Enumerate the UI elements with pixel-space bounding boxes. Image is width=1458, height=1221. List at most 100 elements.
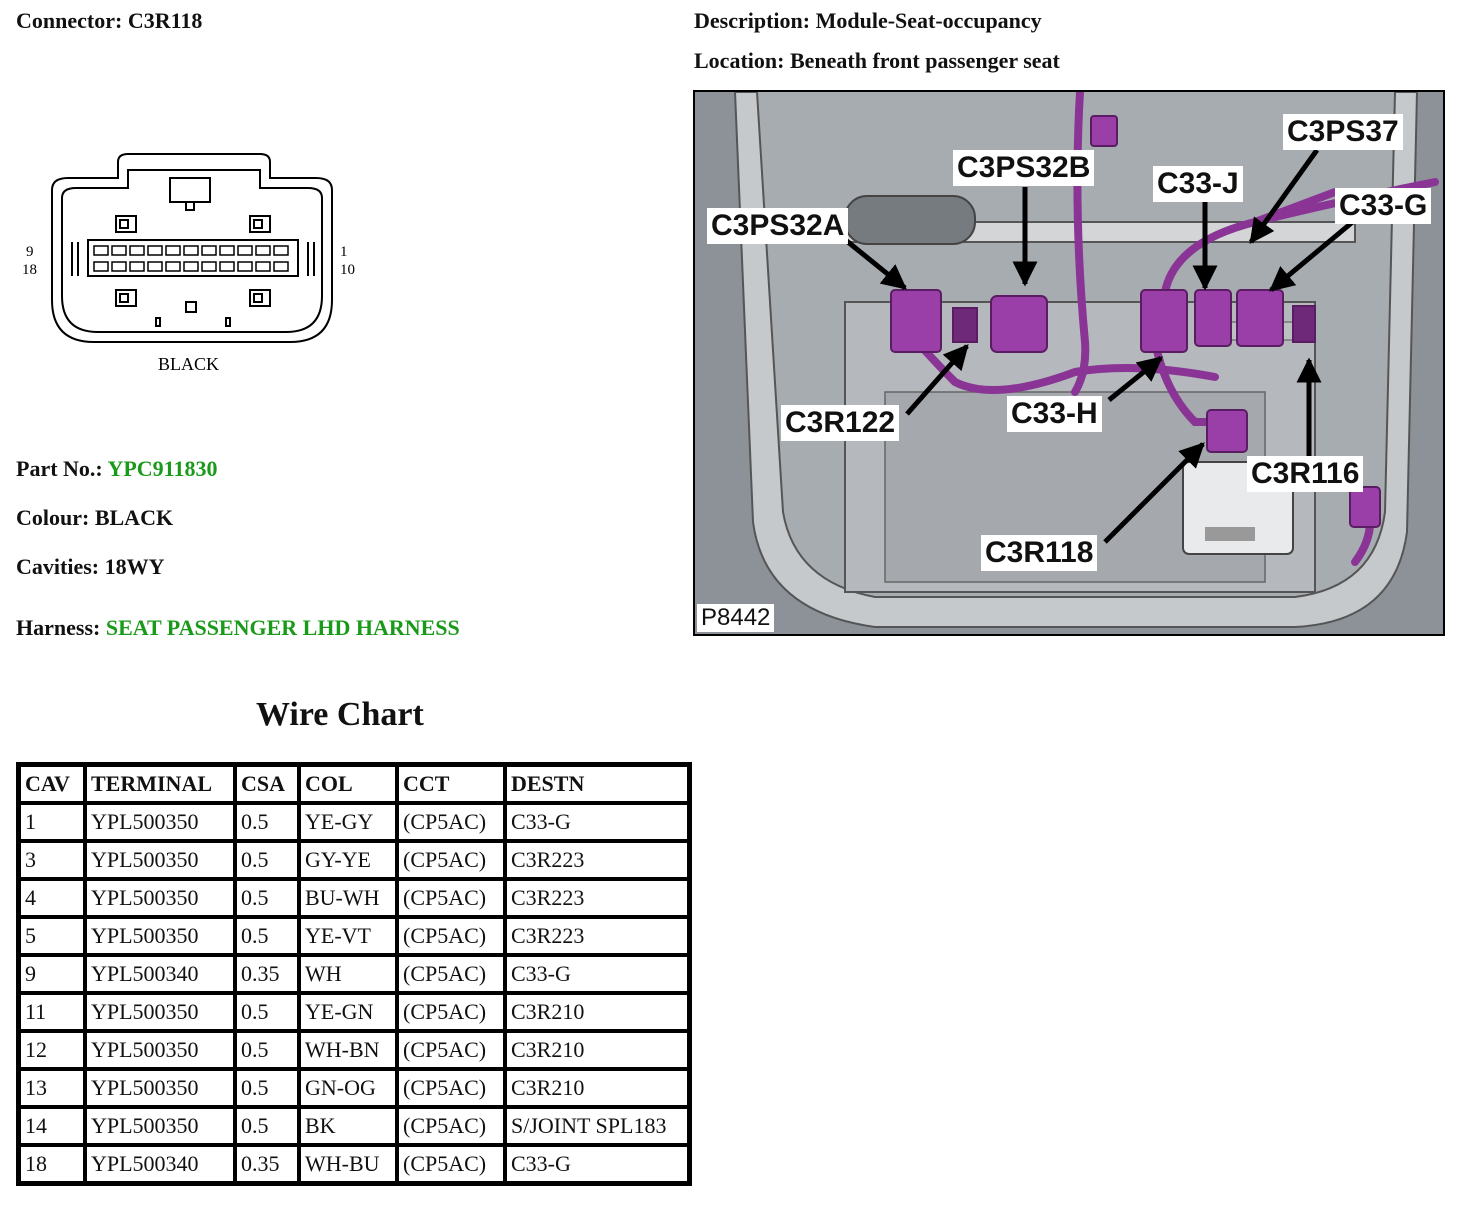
- cell-cav: 4: [19, 879, 85, 917]
- location-value: Beneath front passenger seat: [789, 48, 1060, 73]
- connector-heading: Connector: C3R118: [16, 8, 202, 34]
- cell-terminal: YPL500350: [85, 1107, 235, 1145]
- part-no-label: Part No.:: [16, 456, 103, 481]
- cell-destn: C33-G: [505, 955, 689, 993]
- cell-col: BK: [299, 1107, 397, 1145]
- cell-cav: 9: [19, 955, 85, 993]
- cell-col: YE-VT: [299, 917, 397, 955]
- colour-label: Colour:: [16, 505, 90, 530]
- column-header-cct: CCT: [397, 765, 505, 803]
- cell-col: GN-OG: [299, 1069, 397, 1107]
- cell-csa: 0.5: [235, 1069, 299, 1107]
- table-row: 3 YPL500350 0.5 GY-YE (CP5AC) C3R223: [19, 841, 689, 879]
- cell-col: GY-YE: [299, 841, 397, 879]
- cell-terminal: YPL500350: [85, 803, 235, 841]
- harness-link[interactable]: SEAT PASSENGER LHD HARNESS: [105, 615, 460, 640]
- callout-c3r118: C3R118: [981, 535, 1098, 571]
- cell-csa: 0.35: [235, 1145, 299, 1183]
- cavities-label: Cavities:: [16, 554, 100, 579]
- cell-cav: 18: [19, 1145, 85, 1183]
- table-row: 18 YPL500340 0.35 WH-BU (CP5AC) C33-G: [19, 1145, 689, 1183]
- table-row: 12 YPL500350 0.5 WH-BN (CP5AC) C3R210: [19, 1031, 689, 1069]
- cell-terminal: YPL500350: [85, 879, 235, 917]
- wire-chart-title: Wire Chart: [256, 696, 424, 733]
- column-header-csa: CSA: [235, 765, 299, 803]
- cell-csa: 0.5: [235, 841, 299, 879]
- connector-location-illustration: C3PS32A C3PS32B C33-J C3PS37 C33-G C3R12…: [693, 90, 1445, 636]
- cell-cav: 12: [19, 1031, 85, 1069]
- cell-cct: (CP5AC): [397, 1107, 505, 1145]
- callout-c33-h: C33-H: [1007, 396, 1102, 432]
- callout-c3r116: C3R116: [1247, 456, 1364, 492]
- column-header-destn: DESTN: [505, 765, 689, 803]
- cell-destn: C3R223: [505, 841, 689, 879]
- cell-csa: 0.35: [235, 955, 299, 993]
- connector-face-diagram: 9 18 1 10 BLACK: [22, 153, 355, 374]
- description-value: Module-Seat-occupancy: [815, 8, 1042, 33]
- cell-cav: 11: [19, 993, 85, 1031]
- callout-c3ps32b: C3PS32B: [953, 150, 1095, 186]
- cell-csa: 0.5: [235, 1107, 299, 1145]
- table-row: 5 YPL500350 0.5 YE-VT (CP5AC) C3R223: [19, 917, 689, 955]
- cell-csa: 0.5: [235, 917, 299, 955]
- cell-destn: C33-G: [505, 803, 689, 841]
- cell-cct: (CP5AC): [397, 955, 505, 993]
- cell-cct: (CP5AC): [397, 841, 505, 879]
- cell-cct: (CP5AC): [397, 1031, 505, 1069]
- wire-chart-header-row: CAV TERMINAL CSA COL CCT DESTN: [19, 765, 689, 803]
- table-row: 11 YPL500350 0.5 YE-GN (CP5AC) C3R210: [19, 993, 689, 1031]
- callout-c3ps37: C3PS37: [1283, 114, 1403, 150]
- pin-label-18: 18: [22, 262, 37, 278]
- cell-cct: (CP5AC): [397, 1145, 505, 1183]
- cell-cct: (CP5AC): [397, 803, 505, 841]
- description-line: Description: Module-Seat-occupancy: [694, 8, 1042, 34]
- part-no-link[interactable]: YPC911830: [107, 456, 218, 481]
- cell-csa: 0.5: [235, 879, 299, 917]
- column-header-cav: CAV: [19, 765, 85, 803]
- cell-terminal: YPL500340: [85, 1145, 235, 1183]
- cell-csa: 0.5: [235, 993, 299, 1031]
- colour-line: Colour: BLACK: [16, 505, 173, 531]
- harness-label: Harness:: [16, 615, 101, 640]
- location-line: Location: Beneath front passenger seat: [694, 48, 1060, 74]
- cell-terminal: YPL500350: [85, 841, 235, 879]
- cell-cct: (CP5AC): [397, 993, 505, 1031]
- cell-cct: (CP5AC): [397, 879, 505, 917]
- cell-destn: C3R210: [505, 1031, 689, 1069]
- cell-col: WH-BN: [299, 1031, 397, 1069]
- cell-cav: 13: [19, 1069, 85, 1107]
- cell-destn: C3R210: [505, 1069, 689, 1107]
- cell-cct: (CP5AC): [397, 1069, 505, 1107]
- pin-label-9: 9: [26, 244, 34, 260]
- connector-colour-text: BLACK: [158, 354, 219, 374]
- cell-destn: S/JOINT SPL183: [505, 1107, 689, 1145]
- table-row: 13 YPL500350 0.5 GN-OG (CP5AC) C3R210: [19, 1069, 689, 1107]
- cell-col: BU-WH: [299, 879, 397, 917]
- cell-terminal: YPL500350: [85, 1069, 235, 1107]
- cell-csa: 0.5: [235, 1031, 299, 1069]
- column-header-col: COL: [299, 765, 397, 803]
- cavities-value: 18WY: [104, 554, 165, 579]
- callout-c3r122: C3R122: [781, 405, 900, 441]
- image-code-label: P8442: [697, 604, 775, 632]
- cell-cct: (CP5AC): [397, 917, 505, 955]
- cell-cav: 3: [19, 841, 85, 879]
- cell-terminal: YPL500350: [85, 993, 235, 1031]
- cell-destn: C3R223: [505, 879, 689, 917]
- part-no-line: Part No.: YPC911830: [16, 456, 217, 482]
- pin-label-10: 10: [340, 262, 355, 278]
- wire-chart-table: CAV TERMINAL CSA COL CCT DESTN 1 YPL5003…: [16, 762, 692, 1186]
- cell-destn: C3R223: [505, 917, 689, 955]
- cell-terminal: YPL500350: [85, 1031, 235, 1069]
- connector-value: C3R118: [127, 8, 203, 33]
- cell-cav: 14: [19, 1107, 85, 1145]
- cell-col: YE-GN: [299, 993, 397, 1031]
- cell-cav: 1: [19, 803, 85, 841]
- callout-c33-g: C33-G: [1335, 188, 1432, 224]
- table-row: 4 YPL500350 0.5 BU-WH (CP5AC) C3R223: [19, 879, 689, 917]
- cell-destn: C3R210: [505, 993, 689, 1031]
- connector-label: Connector:: [16, 8, 123, 33]
- column-header-terminal: TERMINAL: [85, 765, 235, 803]
- cell-col: WH-BU: [299, 1145, 397, 1183]
- pin-label-1: 1: [340, 244, 348, 260]
